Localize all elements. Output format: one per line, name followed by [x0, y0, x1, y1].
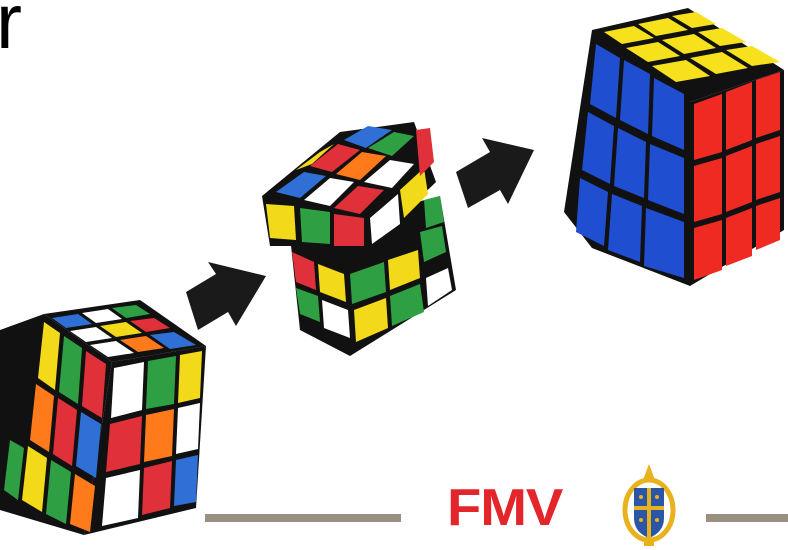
arrow-right-icon	[456, 138, 534, 208]
arrow-right-icon	[186, 262, 266, 330]
footer-divider-left	[205, 514, 401, 522]
twisting-cube	[262, 122, 456, 356]
coat-of-arms-icon	[620, 462, 678, 548]
elongated-solved-cube	[564, 8, 784, 286]
fmv-logo: FMV	[447, 482, 562, 534]
footer-divider-right	[706, 514, 788, 522]
scrambled-cube	[0, 300, 206, 535]
